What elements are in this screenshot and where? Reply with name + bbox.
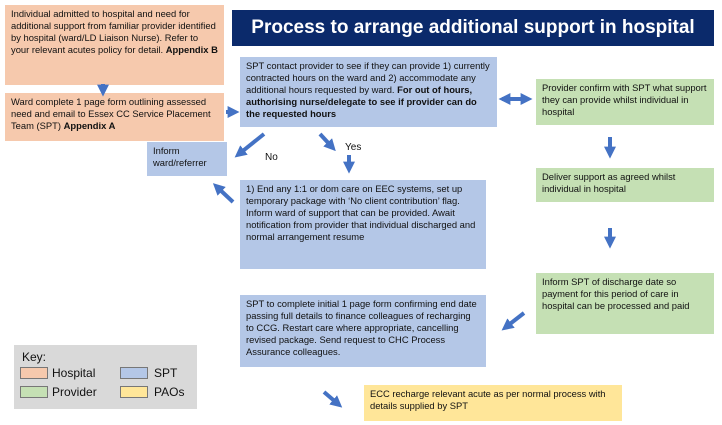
page-title: Process to arrange additional support in… — [232, 10, 714, 46]
ward-form-box: Ward complete 1 page form outlining asse… — [5, 93, 224, 141]
ecc-recharge-box: ECC recharge relevant acute as per norma… — [364, 385, 622, 421]
arrow-inform-to-complete — [501, 311, 526, 331]
arrow-yes-diagonal — [318, 132, 336, 152]
inform-ward-box: Inform ward/referrer — [147, 142, 227, 176]
spt-complete-form-box: SPT to complete initial 1 page form conf… — [240, 295, 486, 367]
ecc-recharge-text: ECC recharge relevant acute as per norma… — [370, 388, 606, 411]
spt-key-label: SPT — [154, 366, 178, 380]
paos-swatch — [120, 386, 148, 398]
spt-contact-provider-box: SPT contact provider to see if they can … — [240, 57, 497, 127]
provider-confirm-box: Provider confirm with SPT what support t… — [536, 79, 714, 125]
provider-confirm-text: Provider confirm with SPT what support t… — [542, 82, 707, 117]
hospital-swatch — [20, 367, 48, 379]
deliver-support-box: Deliver support as agreed whilst individ… — [536, 168, 714, 202]
arrow-endcare-to-inform — [212, 183, 235, 204]
inform-ward-text: Inform ward/referrer — [153, 145, 207, 168]
arrow-complete-to-ecc — [322, 390, 343, 408]
no-label: No — [265, 152, 278, 163]
end-care-box: 1) End any 1:1 or dom care on EEC system… — [240, 180, 486, 269]
out-of-hours-note: For out of hours, authorising nurse/dele… — [246, 83, 477, 119]
appendix-b-label: Appendix B — [165, 43, 218, 55]
inform-spt-text: Inform SPT of discharge date so payment … — [542, 276, 690, 311]
end-care-text: 1) End any 1:1 or dom care on EEC system… — [246, 183, 476, 242]
admitted-text: Individual admitted to hospital and need… — [11, 8, 216, 55]
appendix-a-label: Appendix A — [63, 119, 116, 131]
inform-spt-discharge-box: Inform SPT of discharge date so payment … — [536, 273, 714, 334]
yes-label: Yes — [345, 142, 362, 153]
provider-key-label: Provider — [52, 385, 97, 399]
legend-key: Key: Hospital Provider SPT PAOs — [14, 345, 197, 409]
hospital-key-label: Hospital — [52, 366, 96, 380]
spt-swatch — [120, 367, 148, 379]
arrow-no — [234, 132, 266, 158]
ward-form-text: Ward complete 1 page form outlining asse… — [11, 96, 211, 131]
deliver-support-text: Deliver support as agreed whilst individ… — [542, 171, 676, 194]
admitted-to-hospital-box: Individual admitted to hospital and need… — [5, 5, 224, 85]
provider-swatch — [20, 386, 48, 398]
paos-key-label: PAOs — [154, 385, 185, 399]
key-title: Key: — [22, 350, 47, 364]
spt-contact-text: SPT contact provider to see if they can … — [246, 60, 490, 95]
spt-complete-text: SPT to complete initial 1 page form conf… — [246, 298, 477, 357]
